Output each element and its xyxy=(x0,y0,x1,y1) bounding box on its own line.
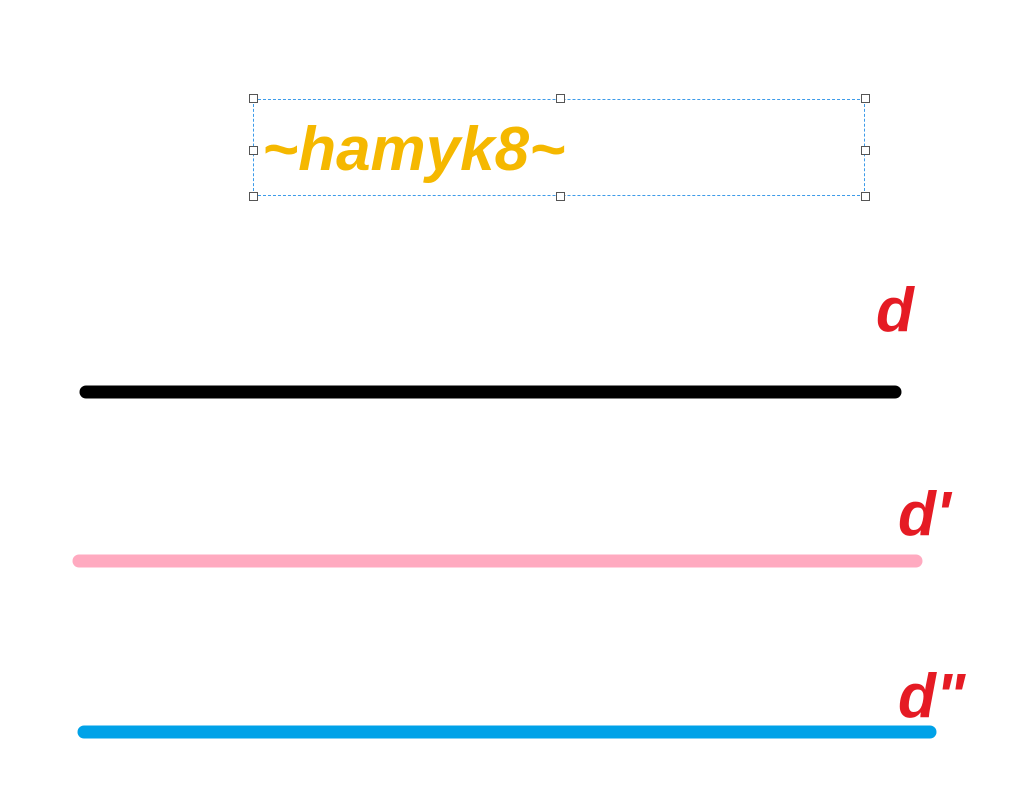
resize-handle-bottom-center[interactable] xyxy=(556,192,565,201)
resize-handle-top-right[interactable] xyxy=(861,94,870,103)
resize-handle-middle-right[interactable] xyxy=(861,146,870,155)
resize-handle-middle-left[interactable] xyxy=(249,146,258,155)
resize-handle-top-center[interactable] xyxy=(556,94,565,103)
resize-handle-top-left[interactable] xyxy=(249,94,258,103)
label-d-prime: d' xyxy=(898,480,951,549)
resize-handle-bottom-left[interactable] xyxy=(249,192,258,201)
text-box-content[interactable]: ~hamyk8~ xyxy=(262,115,566,184)
label-d-double-prime: d" xyxy=(898,662,966,731)
resize-handle-bottom-right[interactable] xyxy=(861,192,870,201)
label-d: d xyxy=(876,276,914,345)
